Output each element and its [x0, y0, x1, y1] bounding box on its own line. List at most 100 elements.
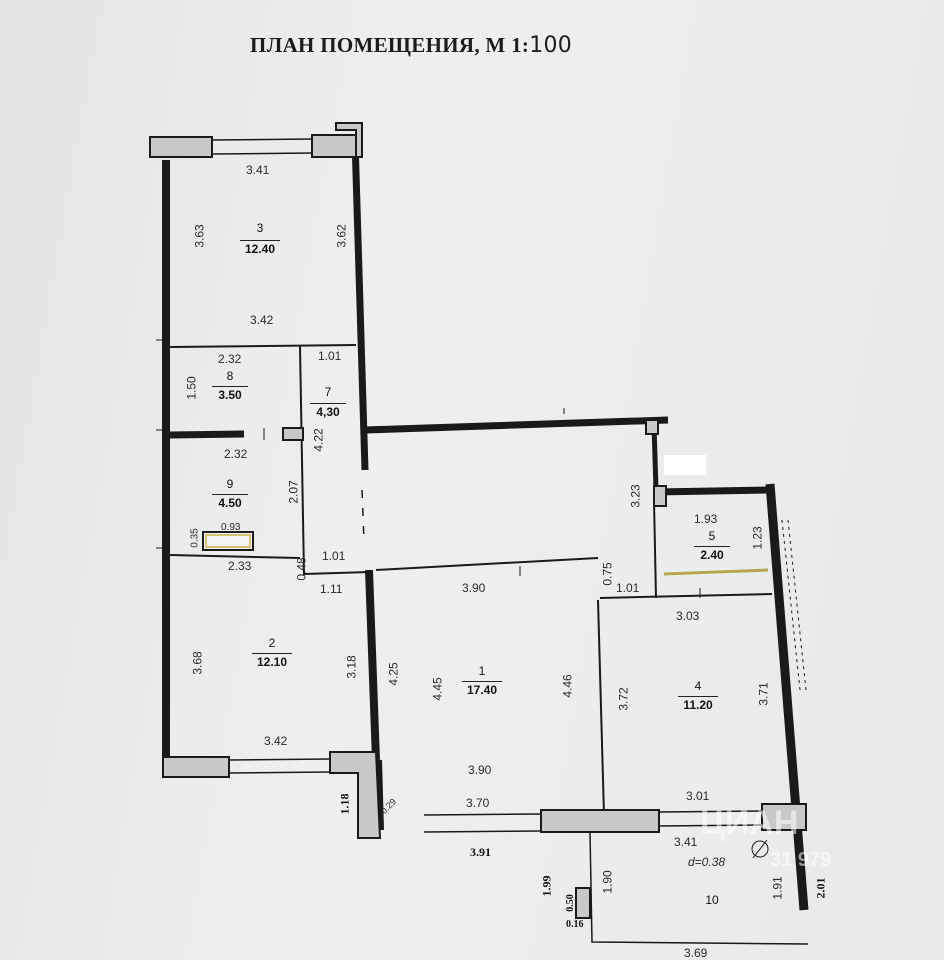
wall-8-9: [169, 430, 245, 439]
room-1-number: 1: [478, 664, 486, 678]
dim-hall-323: 3.23: [628, 484, 643, 508]
dim-r4-right: 3.71: [756, 682, 771, 706]
dim-r3-right: 3.62: [334, 224, 349, 248]
dim-bal-top: 3.41: [674, 835, 698, 849]
dim-r1-left-a: 4.25: [386, 662, 401, 686]
dim-gap-101: 1.01: [616, 581, 640, 595]
wall-room5-top: [655, 486, 769, 496]
window-room1: [423, 813, 542, 833]
wall-block-bottom-mid: [329, 751, 382, 839]
dim-r3-bottom: 3.42: [250, 313, 274, 327]
partition-5-left: [653, 499, 657, 599]
partition-9-bottom: [169, 554, 301, 559]
pipe-symbol: [751, 840, 769, 858]
room-7-area: 4,30: [310, 403, 346, 418]
partition-room1-top: [375, 557, 599, 571]
window-room3: [211, 138, 313, 155]
dim-r1-right: 4.46: [560, 674, 575, 698]
room-5-area: 2.40: [694, 546, 730, 561]
dim-bal-right-outer: 2.01: [813, 877, 828, 899]
dim-ext-391: 3.91: [470, 845, 491, 859]
room-8-area: 3.50: [212, 386, 248, 401]
tick-marks: [156, 339, 701, 598]
wall-stub-room5: [653, 485, 667, 507]
dim-r1-left-b: 4.45: [430, 677, 445, 701]
dim-r1-top: 3.90: [462, 581, 486, 595]
wall-block-room1-bottom: [540, 809, 660, 833]
dim-r2-bottom: 3.42: [264, 734, 288, 748]
watermark-id: 31 979: [770, 849, 832, 871]
wall-block-top-left: [149, 136, 213, 158]
dim-r8-left: 1.50: [184, 376, 199, 400]
room-3-number: 3: [256, 221, 264, 235]
room-5-number: 5: [708, 529, 716, 543]
partition-corridor: [303, 571, 371, 575]
wall-right: [765, 483, 809, 911]
dim-r3-left: 3.63: [192, 224, 207, 248]
dim-r4-bottom: 3.01: [686, 789, 710, 803]
wall-stub-hall: [645, 419, 659, 435]
dim-r4-top: 3.03: [676, 609, 700, 623]
partition-room4-top: [599, 593, 773, 599]
dim-bal-bottom: 3.69: [684, 946, 708, 960]
dim-r9-niche-h: 0.35: [189, 528, 201, 548]
room-2-number: 2: [268, 636, 276, 650]
dim-bal-050: 0.50: [564, 894, 576, 912]
dim-bal-left: 1.90: [600, 870, 615, 894]
dim-gap-075: 0.75: [600, 562, 615, 586]
room-9-number: 9: [226, 477, 234, 491]
dim-r1-bottom: 3.90: [468, 763, 492, 777]
dim-r4-left: 3.72: [616, 687, 631, 711]
room-1-area: 17.40: [462, 681, 502, 696]
dim-bal-right: 1.91: [770, 876, 785, 900]
dim-bal-d: d=0.38: [688, 855, 726, 869]
wall-room3-right: [351, 139, 369, 471]
room-4-number: 4: [694, 679, 702, 693]
wall-block-top-corner: [335, 122, 363, 158]
wall-stub-8-9: [282, 427, 304, 441]
plan-title: ПЛАН ПОМЕЩЕНИЯ, М 1:100: [250, 33, 572, 58]
pipe-symbol-slash: [752, 839, 768, 859]
dim-ext-118: 1.18: [337, 793, 352, 815]
window-room4: [658, 810, 763, 827]
wall-block-room4-corner: [761, 803, 807, 831]
niche-room9-inner: [205, 534, 251, 548]
room-4-area: 11.20: [678, 696, 718, 711]
dim-r9-niche-w: 0.93: [221, 522, 241, 533]
watermark-brand: ЦИАН: [700, 804, 799, 842]
dim-r9-top: 2.32: [224, 447, 248, 461]
room-10-number: 10: [705, 893, 719, 907]
redaction-box: [664, 455, 706, 475]
balcony-outline: [589, 831, 809, 945]
room5-bottom-edge: [663, 568, 769, 576]
room-2-area: 12.10: [252, 653, 292, 668]
dim-r2-left: 3.68: [190, 651, 205, 675]
room-8-number: 8: [226, 369, 234, 383]
corridor-opening: [361, 489, 365, 541]
niche-room9: [202, 531, 254, 551]
wall-block-top-right: [311, 134, 357, 158]
dim-r3-top: 3.41: [246, 163, 270, 177]
loggia-hatch: [781, 519, 807, 691]
window-room2: [228, 758, 331, 774]
plan-title-text: ПЛАН ПОМЕЩЕНИЯ, М 1:: [250, 33, 530, 57]
partition-8-right: [299, 345, 305, 576]
wall-block-bottom-left: [162, 756, 230, 778]
dim-r7-bottom: 1.01: [322, 549, 346, 563]
dim-r9-right: 2.07: [286, 480, 301, 504]
partition-8-top: [169, 344, 357, 348]
wall-room2-right: [365, 569, 380, 761]
dim-gap-048: 0.48: [294, 557, 309, 581]
dim-r8-top: 2.32: [218, 352, 242, 366]
dim-r2-right: 3.18: [344, 655, 359, 679]
wall-corridor-top: [364, 416, 669, 434]
balcony-post: [575, 887, 591, 919]
dim-r7-side: 4.22: [311, 428, 326, 452]
room-3-area: 12.40: [240, 240, 280, 255]
wall-hall-right: [651, 424, 659, 491]
plan-scale: 100: [529, 33, 573, 58]
wall-room1-right: [597, 599, 605, 816]
dim-r7-top: 1.01: [318, 349, 342, 363]
